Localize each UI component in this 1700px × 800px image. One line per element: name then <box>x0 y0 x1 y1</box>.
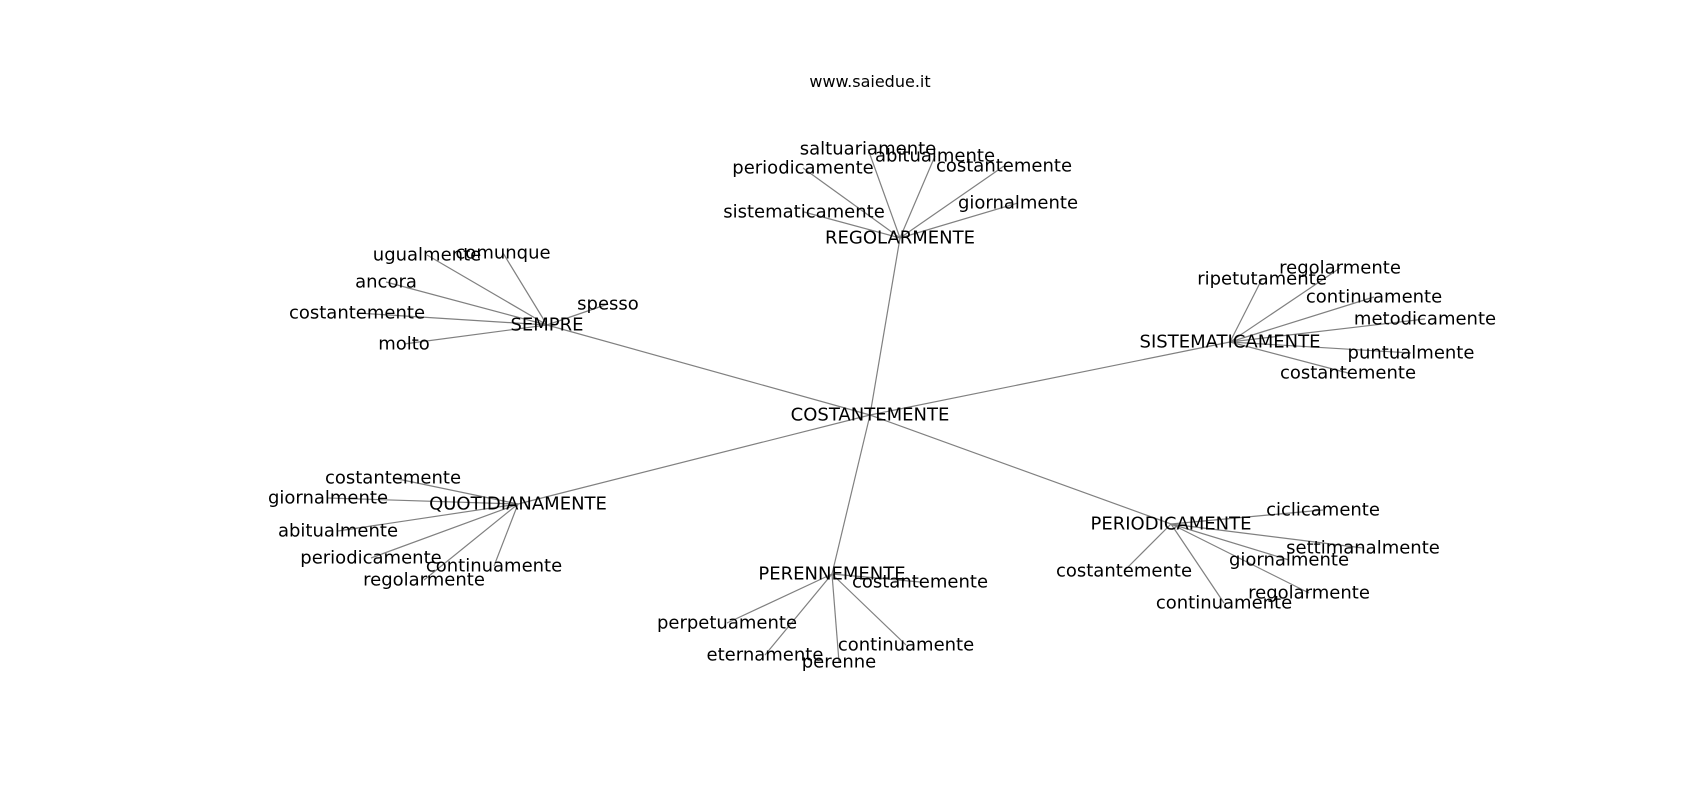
leaf-node-label: ripetutamente <box>1197 269 1327 290</box>
edge-regolarmente-saltuariamente <box>867 148 901 239</box>
leaf-node-label: saltuariamente <box>800 139 937 160</box>
leaf-node-label: regolarmente <box>363 570 485 591</box>
leaf-node-label: continuamente <box>1156 593 1292 614</box>
leaf-node-label: ancora <box>355 272 417 293</box>
leaf-node-label: ugualmente <box>373 245 481 266</box>
leaf-node-label: spesso <box>577 294 639 315</box>
leaf-node-label: ciclicamente <box>1266 500 1380 521</box>
edge-perennemente-continuamente <box>831 573 907 646</box>
root-node-label: COSTANTEMENTE <box>791 405 950 426</box>
edge-periodicamente-ciclicamente <box>1170 509 1324 525</box>
edge-quotidianamente-abitualmente <box>337 503 519 532</box>
edge-root-sempre <box>546 324 871 416</box>
hub-node-label: SEMPRE <box>510 315 583 336</box>
edge-sempre-ugualmente <box>426 254 548 326</box>
leaf-node-label: costantemente <box>1056 561 1192 582</box>
leaf-node-label: abitualmente <box>278 521 398 542</box>
leaf-node-label: periodicamente <box>732 158 873 179</box>
edge-sistematicamente-continuamente <box>1229 296 1375 343</box>
edge-sempre-ancora <box>385 281 548 326</box>
leaf-node-label: sistematicamente <box>723 202 885 223</box>
leaf-node-label: metodicamente <box>1354 309 1496 330</box>
leaf-node-label: regolarmente <box>1248 583 1370 604</box>
edge-regolarmente-periodicamente <box>802 167 901 239</box>
edge-sistematicamente-puntualmente <box>1229 341 1412 354</box>
leaf-node-label: costantemente <box>1280 363 1416 384</box>
leaf-node-label: regolarmente <box>1279 258 1401 279</box>
hub-node-label: REGOLARMENTE <box>825 228 975 249</box>
edge-regolarmente-costantemente <box>899 165 1005 239</box>
leaf-node-label: abitualmente <box>875 146 995 167</box>
edge-periodicamente-costantemente <box>1123 523 1172 572</box>
edge-regolarmente-sistematicamente <box>803 211 901 239</box>
edge-quotidianamente-costantemente <box>392 477 519 505</box>
edge-root-regolarmente <box>869 237 901 416</box>
leaf-node-label: continuamente <box>838 635 974 656</box>
edge-sempre-comunque <box>502 252 548 326</box>
edge-root-quotidianamente <box>517 414 871 505</box>
leaf-node-label: continuamente <box>426 556 562 577</box>
edge-quotidianamente-continuamente <box>493 503 519 567</box>
leaf-node-label: comunque <box>455 243 550 264</box>
hub-node-label: PERIODICAMENTE <box>1091 514 1252 535</box>
edge-sistematicamente-regolarmente <box>1229 267 1341 343</box>
edge-periodicamente-regolarmente <box>1170 523 1310 594</box>
edge-regolarmente-giornalmente <box>899 202 1019 239</box>
edge-perennemente-perpetuamente <box>726 573 833 624</box>
edge-sempre-molto <box>403 324 548 345</box>
leaf-node-label: perenne <box>802 652 876 673</box>
edge-periodicamente-continuamente <box>1170 523 1225 604</box>
edge-perennemente-costantemente <box>831 573 921 583</box>
leaf-node-label: puntualmente <box>1348 343 1475 364</box>
leaf-node-label: continuamente <box>1306 287 1442 308</box>
leaf-node-label: periodicamente <box>300 548 441 569</box>
edge-root-periodicamente <box>869 414 1172 525</box>
leaf-node-label: perpetuamente <box>657 613 797 634</box>
leaf-node-label: giornalmente <box>268 488 388 509</box>
edge-quotidianamente-regolarmente <box>423 503 519 581</box>
leaf-node-label: settimanalmente <box>1286 538 1440 559</box>
edge-perennemente-perenne <box>831 573 840 663</box>
edge-perennemente-eternamente <box>764 573 833 656</box>
edge-root-sistematicamente <box>869 341 1231 416</box>
edge-quotidianamente-giornalmente <box>327 497 519 505</box>
site-watermark: www.saiedue.it <box>809 72 931 91</box>
leaf-node-label: costantemente <box>852 572 988 593</box>
edge-quotidianamente-periodicamente <box>370 503 519 559</box>
leaf-node-label: giornalmente <box>1229 550 1349 571</box>
leaf-node-label: giornalmente <box>958 193 1078 214</box>
hub-node-label: PERENNEMENTE <box>758 564 905 585</box>
edge-sistematicamente-ripetutamente <box>1229 278 1263 343</box>
leaf-node-label: eternamente <box>707 645 824 666</box>
hub-node-label: QUOTIDIANAMENTE <box>429 494 607 515</box>
edge-sistematicamente-costantemente <box>1229 341 1349 374</box>
edge-periodicamente-giornalmente <box>1170 523 1290 561</box>
hub-node-label: SISTEMATICAMENTE <box>1140 332 1321 353</box>
edge-sempre-spesso <box>546 303 609 326</box>
edge-sempre-costantemente <box>356 312 548 326</box>
leaf-node-label: costantemente <box>325 468 461 489</box>
edge-root-perennemente <box>831 414 871 575</box>
edge-sistematicamente-metodicamente <box>1229 318 1426 343</box>
leaf-node-label: costantemente <box>289 303 425 324</box>
leaf-node-label: molto <box>378 334 430 355</box>
leaf-node-label: costantemente <box>936 156 1072 177</box>
edge-regolarmente-abitualmente <box>899 155 936 239</box>
edge-periodicamente-settimanalmente <box>1170 523 1364 549</box>
